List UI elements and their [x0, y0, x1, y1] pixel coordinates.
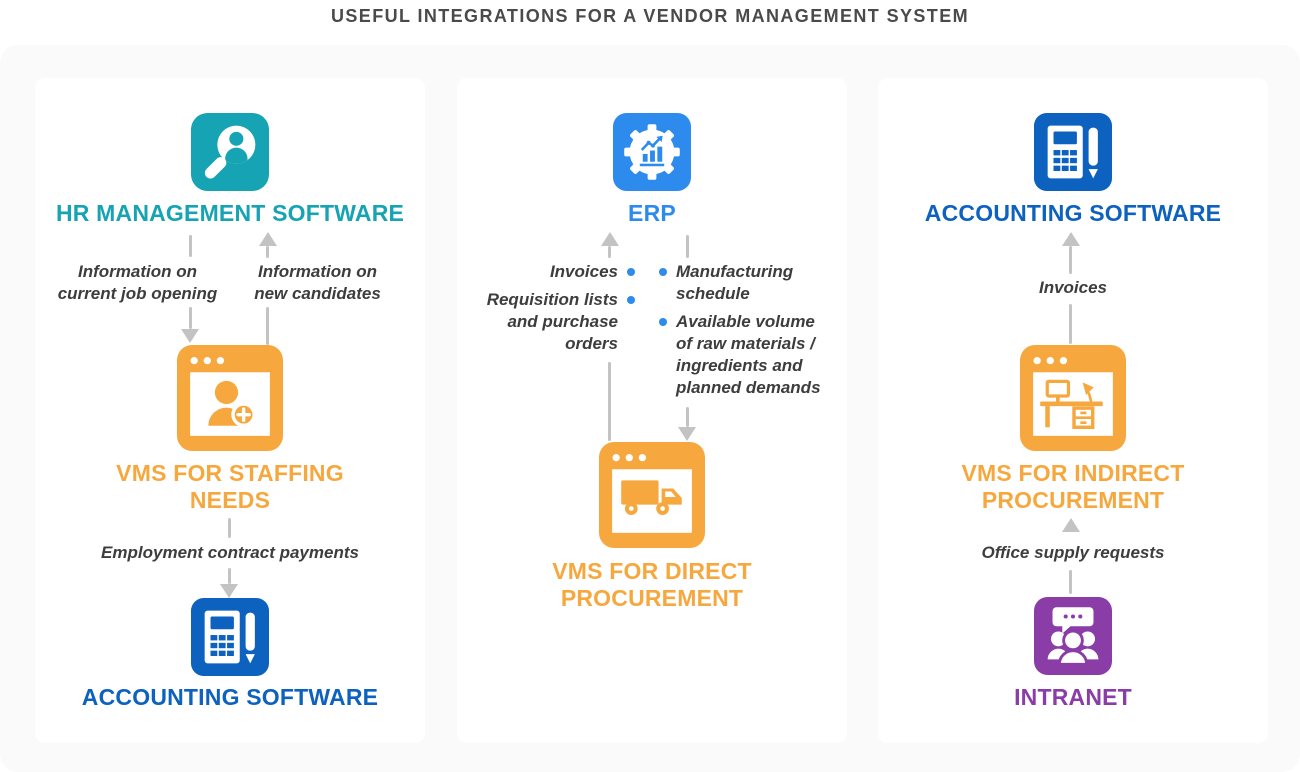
vms-direct-browser-truck-icon	[599, 442, 705, 548]
bullet-icon	[627, 296, 635, 304]
vms-staffing-browser-icon	[177, 345, 283, 451]
page-title: USEFUL INTEGRATIONS FOR A VENDOR MANAGEM…	[330, 6, 970, 26]
flow-label-office-supply: Office supply requests	[981, 543, 1165, 562]
arrow-line	[228, 568, 231, 584]
arrowhead-up-icon	[601, 232, 619, 246]
flow-item-available-volume: Available volume of raw materials / ingr…	[659, 311, 847, 399]
arrow-line	[189, 235, 192, 257]
flow-label-manufacturing: Manufacturing schedule	[676, 262, 794, 303]
arrowhead-up-icon	[259, 232, 277, 246]
flow-item-requisition: Requisition lists and purchase orders	[457, 289, 635, 355]
arrow-line	[1069, 304, 1072, 344]
flow-label-invoices: Invoices	[549, 262, 618, 281]
canvas: HR MANAGEMENT SOFTWARE Information on cu…	[0, 45, 1300, 772]
flow-item-manufacturing: Manufacturing schedule	[659, 261, 844, 305]
flow-label-contract-payments: Employment contract payments	[101, 543, 359, 562]
arrow-line	[266, 246, 269, 258]
staffing-flow-panel: HR MANAGEMENT SOFTWARE Information on cu…	[35, 78, 425, 743]
vms-direct-label: VMS FOR DIRECT PROCUREMENT	[552, 558, 752, 611]
erp-label: ERP	[628, 200, 676, 226]
arrowhead-down-icon	[678, 427, 696, 441]
arrow-line	[266, 307, 269, 345]
intranet-label: INTRANET	[1014, 684, 1132, 710]
bullet-icon	[659, 318, 667, 326]
arrowhead-up-icon	[1062, 518, 1080, 532]
arrowhead-down-icon	[220, 584, 238, 598]
arrow-line	[686, 407, 689, 427]
erp-gear-chart-icon	[613, 113, 691, 191]
arrowhead-up-icon	[1062, 232, 1080, 246]
hr-search-person-icon	[191, 113, 269, 191]
arrowhead-down-icon	[181, 329, 199, 343]
flow-item-invoices: Invoices	[457, 261, 635, 283]
vms-indirect-browser-desk-icon	[1020, 345, 1126, 451]
accounting-software-label: ACCOUNTING SOFTWARE	[81, 684, 379, 710]
accounting-software-label: ACCOUNTING SOFTWARE	[924, 200, 1222, 226]
bullet-icon	[627, 268, 635, 276]
flow-label-requisition: Requisition lists and purchase orders	[486, 290, 618, 353]
flow-label-job-opening: Information on current job opening	[57, 262, 218, 303]
flow-label-available-volume: Available volume of raw materials / ingr…	[676, 312, 821, 397]
flow-label-new-candidates: Information on new candidates	[254, 262, 381, 303]
vms-staffing-label: VMS FOR STAFFING NEEDS	[116, 460, 344, 513]
flow-label-invoices: Invoices	[1038, 278, 1108, 297]
arrow-line	[686, 235, 689, 258]
indirect-procurement-flow-panel: ACCOUNTING SOFTWARE Invoices	[878, 78, 1268, 743]
bullet-icon	[659, 268, 667, 276]
arrow-line	[189, 307, 192, 329]
arrow-line	[228, 518, 231, 538]
arrow-line	[608, 362, 611, 441]
arrow-line	[1069, 570, 1072, 594]
direct-procurement-flow-panel: ERP Invoices Requisition lists and purch…	[457, 78, 847, 743]
accounting-calculator-icon	[191, 598, 269, 676]
arrow-line	[1069, 246, 1072, 274]
vms-indirect-label: VMS FOR INDIRECT PROCUREMENT	[961, 460, 1185, 513]
intranet-people-chat-icon	[1034, 597, 1112, 675]
arrow-line	[608, 246, 611, 258]
accounting-calculator-icon	[1034, 113, 1112, 191]
hr-software-label: HR MANAGEMENT SOFTWARE	[55, 200, 405, 226]
